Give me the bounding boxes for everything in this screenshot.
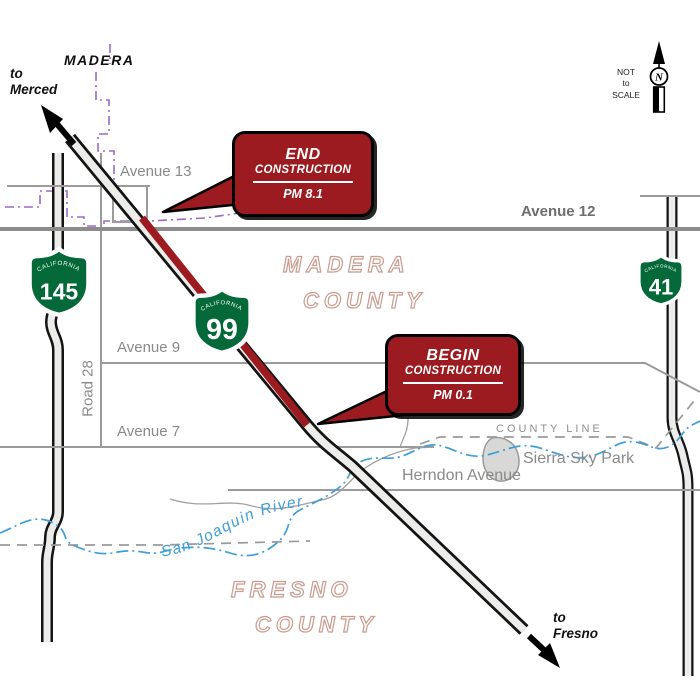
scale-line3: SCALE bbox=[612, 89, 640, 100]
scale-line2: to bbox=[622, 78, 630, 89]
park-access-road bbox=[399, 411, 409, 448]
arrow-shaft bbox=[54, 122, 77, 146]
city-block-line bbox=[112, 187, 148, 223]
end-construction-callout: END CONSTRUCTION PM 8.1 bbox=[232, 131, 374, 217]
to-merced-line1: to bbox=[10, 66, 23, 81]
begin-callout-subtitle: CONSTRUCTION bbox=[404, 365, 502, 378]
shield-number: 99 bbox=[206, 314, 238, 346]
north-circle bbox=[649, 67, 669, 86]
route-41-pavement bbox=[668, 195, 692, 676]
shield-shape bbox=[191, 285, 253, 355]
callout-divider bbox=[253, 181, 353, 184]
fresno-county-line2: COUNTY bbox=[254, 611, 378, 637]
scale-line1: NOT bbox=[617, 67, 635, 77]
arrow-head bbox=[538, 643, 560, 668]
route-99-pavement bbox=[67, 135, 527, 633]
fresno-county-line1: FRESNO bbox=[230, 576, 353, 602]
to-merced-arrow bbox=[41, 105, 77, 146]
boundary-segment bbox=[95, 72, 115, 186]
local-roads bbox=[0, 153, 700, 510]
north-arrow-head bbox=[653, 41, 665, 64]
county-line-west bbox=[0, 540, 311, 546]
route-shield-99: CALIFORNIA 99 bbox=[191, 285, 253, 355]
avenue-12-label: Avenue 12 bbox=[521, 203, 596, 220]
end-callout-title: END bbox=[285, 145, 321, 163]
not-to-scale-label: NOT to SCALE bbox=[605, 67, 647, 101]
madera-city-label: MADERA bbox=[64, 52, 135, 68]
to-fresno-line2: Fresno bbox=[553, 625, 599, 641]
route-145-road bbox=[41, 153, 64, 642]
shield-number: 41 bbox=[649, 274, 674, 299]
callout-divider bbox=[403, 382, 503, 385]
shield-number: 145 bbox=[40, 278, 79, 304]
avenue-9-label: Avenue 9 bbox=[117, 339, 181, 356]
avenue-7-label: Avenue 7 bbox=[117, 423, 181, 440]
begin-callout-postmile: PM 0.1 bbox=[433, 388, 473, 403]
county-line-east bbox=[419, 400, 695, 450]
avenue-13-label: Avenue 13 bbox=[120, 163, 192, 180]
avenue-9-line bbox=[101, 362, 700, 393]
road-28-label: Road 28 bbox=[79, 360, 97, 417]
to-fresno-label: to Fresno bbox=[553, 610, 598, 642]
to-fresno-line1: to bbox=[553, 610, 566, 625]
route-shield-145: CALIFORNIA 145 bbox=[27, 245, 91, 318]
arrow-shaft bbox=[526, 633, 548, 654]
river-bank-line bbox=[169, 446, 435, 510]
madera-county-line2: COUNTY bbox=[302, 287, 426, 313]
shield-shape bbox=[637, 253, 685, 307]
sierra-sky-park-label: Sierra Sky Park bbox=[523, 450, 635, 467]
arrow-head bbox=[41, 105, 63, 133]
county-line-label: COUNTY LINE bbox=[496, 423, 603, 435]
madera-county-line1: MADERA bbox=[282, 251, 410, 277]
route-41-road bbox=[666, 195, 694, 676]
north-letter: N bbox=[654, 72, 664, 84]
begin-construction-callout: BEGIN CONSTRUCTION PM 0.1 bbox=[385, 334, 521, 416]
end-callout-postmile: PM 8.1 bbox=[283, 187, 323, 202]
to-merced-label: to Merced bbox=[10, 66, 57, 98]
to-fresno-arrow bbox=[526, 633, 560, 668]
begin-callout-title: BEGIN bbox=[426, 346, 480, 364]
north-bar-fill bbox=[653, 87, 659, 112]
river-line bbox=[0, 420, 700, 557]
route-shield-41: CALIFORNIA 41 bbox=[637, 253, 685, 307]
herndon-avenue-label: Herndon Avenue bbox=[402, 467, 521, 484]
north-indicator: N bbox=[649, 41, 669, 113]
county-line bbox=[0, 400, 695, 546]
to-merced-line2: Merced bbox=[10, 81, 58, 97]
shield-shape bbox=[27, 245, 91, 318]
end-callout-subtitle: CONSTRUCTION bbox=[254, 164, 352, 177]
